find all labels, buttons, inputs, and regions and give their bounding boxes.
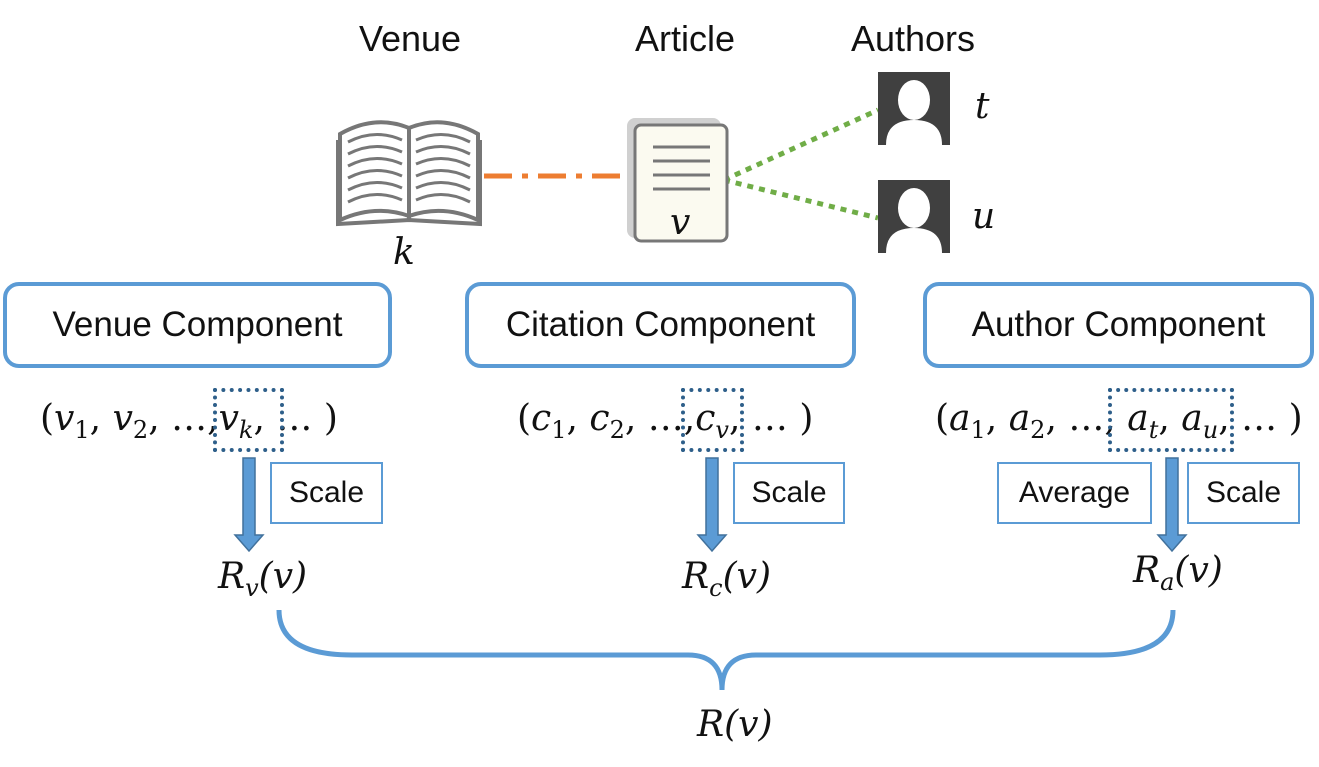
author-t-variable: t <box>975 86 990 127</box>
author-down-arrow <box>1156 457 1188 553</box>
venue-component-box: Venue Component <box>3 282 392 368</box>
author-u-avatar-icon <box>878 180 950 253</box>
article-author-t-link <box>722 107 880 183</box>
author-result: Ra(v) <box>1133 550 1223 597</box>
author-score-sequence: (a1, a2, …, at, au, … ) <box>935 398 1303 445</box>
venue-scale-label: Scale <box>270 462 383 524</box>
author-component-box: Author Component <box>923 282 1314 368</box>
citation-scale-label: Scale <box>733 462 845 524</box>
venue-header: Venue <box>358 18 462 59</box>
author-average-label: Average <box>997 462 1152 524</box>
total-result: R(v) <box>697 704 773 745</box>
article-icon <box>627 118 729 243</box>
author-scale-label: Scale <box>1187 462 1300 524</box>
venue-down-arrow <box>233 457 265 553</box>
author-selected-highlight <box>1108 388 1234 452</box>
summary-brace <box>276 609 1176 691</box>
article-header: Article <box>634 18 736 59</box>
author-component-label: Author Component <box>971 305 1266 344</box>
citation-down-arrow <box>696 457 728 553</box>
citation-component-label: Citation Component <box>505 305 816 344</box>
author-u-variable: u <box>972 196 996 237</box>
author-t-avatar-icon <box>878 72 950 145</box>
venue-variable: k <box>393 232 415 273</box>
citation-component-box: Citation Component <box>465 282 856 368</box>
authors-header: Authors <box>850 18 976 59</box>
citation-selected-highlight <box>681 388 744 452</box>
book-icon <box>336 120 482 227</box>
venue-selected-highlight <box>213 388 284 452</box>
venue-score-sequence: (v1, v2, …,vk, … ) <box>40 398 338 445</box>
citation-score-sequence: (c1, c2, …,cv, … ) <box>517 398 814 445</box>
citation-result: Rc(v) <box>682 556 771 603</box>
article-variable: v <box>670 202 691 243</box>
venue-result: Rv(v) <box>218 556 308 603</box>
article-author-u-link <box>723 177 879 221</box>
venue-component-label: Venue Component <box>52 305 343 344</box>
